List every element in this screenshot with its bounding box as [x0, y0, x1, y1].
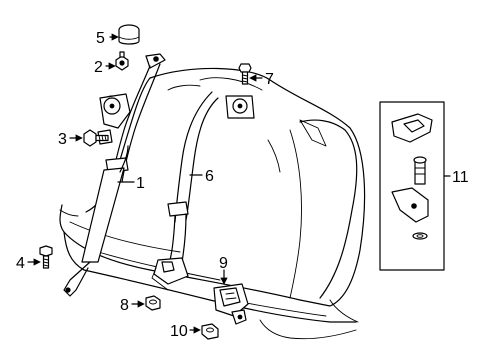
callout-11: 11 — [452, 169, 469, 186]
nut-part-8 — [145, 295, 161, 311]
nut-part-10 — [201, 323, 219, 340]
callout-6: 6 — [205, 168, 214, 185]
center-belt-part-6 — [167, 91, 255, 263]
cap-part-5 — [118, 24, 140, 45]
buckle-part-9 — [151, 257, 189, 291]
kit-box-part-11 — [379, 101, 451, 271]
callout-8: 8 — [120, 297, 129, 314]
bolt-part-4 — [39, 245, 53, 269]
callout-3: 3 — [58, 131, 67, 148]
callout-9: 9 — [219, 255, 228, 272]
rear-seat-back — [85, 67, 366, 323]
bolt-part-3 — [83, 129, 109, 147]
callout-1: 1 — [136, 175, 145, 192]
callout-10: 10 — [170, 323, 188, 340]
bolt-part-7 — [238, 63, 252, 85]
buckle-assembly-part-9 — [213, 283, 249, 325]
callout-2: 2 — [94, 59, 103, 76]
callout-4: 4 — [16, 255, 25, 272]
callout-7: 7 — [265, 71, 274, 88]
callout-arrows — [27, 33, 263, 334]
callout-5: 5 — [96, 30, 105, 47]
left-belt-part-1 — [63, 63, 161, 297]
belt-guide-upper — [145, 53, 166, 69]
fastener-part-2 — [115, 51, 129, 71]
